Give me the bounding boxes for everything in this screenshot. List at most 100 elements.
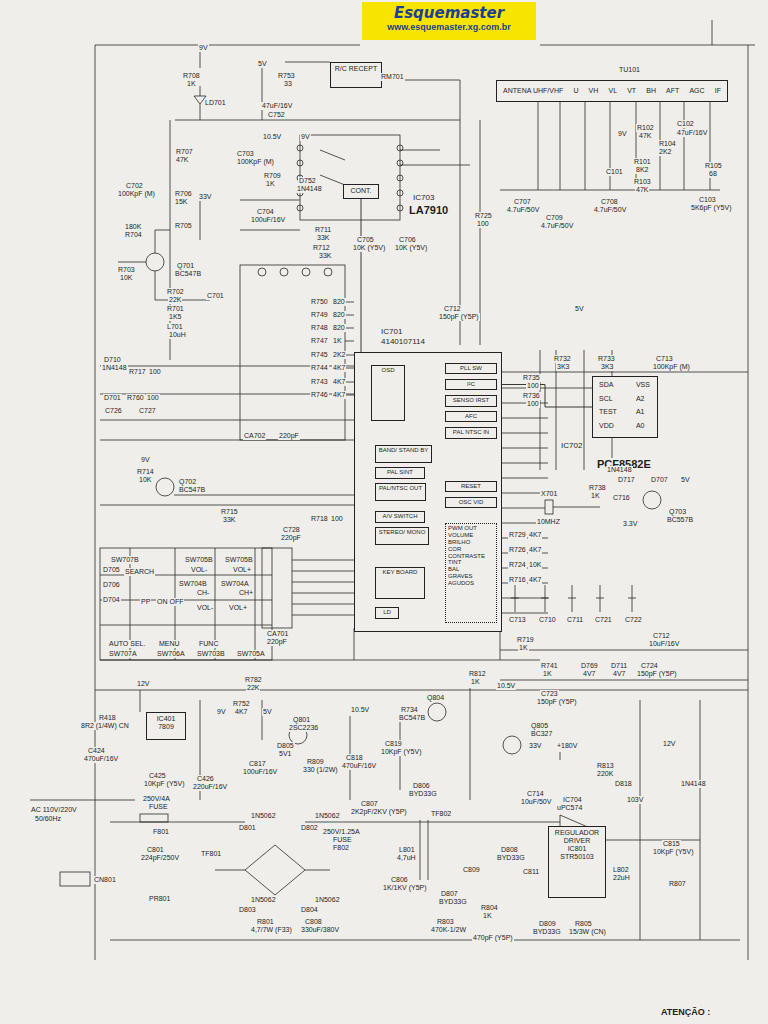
part-label: R743 xyxy=(310,378,329,386)
part-label: 1K/1KV (Y5P) xyxy=(382,884,428,892)
part-label: SW707B xyxy=(110,556,140,564)
part-label: 4,7uH xyxy=(396,854,417,862)
component-outline xyxy=(262,548,292,628)
part-label: 100 xyxy=(148,368,162,376)
part-label: 220uF/16V xyxy=(192,783,228,791)
part-label: SW705A xyxy=(236,650,266,658)
component-text: VSS xyxy=(636,381,651,393)
part-label: R752 xyxy=(232,700,251,708)
part-label: D802 xyxy=(300,824,319,832)
part-label: 12V xyxy=(136,680,150,688)
part-label: 68 xyxy=(708,170,718,178)
ic-package: IC7014140107114OSDBAND/ STAND BYPAL SINT… xyxy=(354,352,502,632)
part-label: R717 xyxy=(128,368,147,376)
component-text: GRAVES xyxy=(448,573,494,580)
part-label: 220pF xyxy=(266,638,288,646)
part-label: FUSE xyxy=(148,803,169,811)
part-label: 100KpF (M) xyxy=(236,158,275,166)
part-label: 4K7 xyxy=(528,531,542,539)
part-label: AC 110V/220V xyxy=(30,806,78,814)
part-label: R750 xyxy=(310,298,329,306)
component-text: TEST xyxy=(599,408,618,420)
part-label: D808 xyxy=(500,846,519,854)
part-label: uPC574 xyxy=(556,804,583,812)
part-label: C723 xyxy=(540,690,559,698)
wire-trace xyxy=(30,800,135,801)
part-label: 100 xyxy=(526,382,540,390)
component-text: REGULADOR xyxy=(552,829,602,837)
part-label: 3K3 xyxy=(556,363,570,371)
part-label: 15K xyxy=(174,198,188,206)
part-label: C702 xyxy=(125,182,144,190)
part-label: C701 xyxy=(206,292,225,300)
part-label: Q801 xyxy=(292,716,311,724)
part-label: R741 xyxy=(540,662,559,670)
part-label: R745 xyxy=(310,351,329,359)
wire-trace xyxy=(200,688,560,800)
part-label: 1N4148 xyxy=(101,364,128,372)
part-label: 1N5062 xyxy=(250,812,277,820)
part-label: 1K xyxy=(186,80,197,88)
part-label: C709 xyxy=(545,214,564,222)
part-label: SW706A xyxy=(156,650,186,658)
part-label: 5V xyxy=(680,476,691,484)
part-label: TF802 xyxy=(430,810,452,818)
component-box: OSD xyxy=(371,365,405,421)
part-label: CH+ xyxy=(238,589,254,597)
part-label: L801 xyxy=(398,846,416,854)
part-label: 330uF/380V xyxy=(300,926,340,934)
part-label: R813 xyxy=(596,762,615,770)
part-label: 9V xyxy=(300,133,311,141)
part-label: C424 xyxy=(87,747,106,755)
part-label: R804 xyxy=(480,904,499,912)
wire-trace xyxy=(170,120,300,360)
component-text: STEREO/ MONO xyxy=(378,529,426,536)
part-label: L701 xyxy=(166,323,184,331)
wire-trace xyxy=(553,507,600,508)
part-label: C716 xyxy=(612,494,631,502)
part-label: C724 xyxy=(640,662,659,670)
transistor-symbol xyxy=(643,491,661,509)
part-label: C808 xyxy=(304,918,323,926)
part-label: 100 xyxy=(476,220,490,228)
component-text: 7809 xyxy=(150,723,182,731)
part-label: C711 xyxy=(566,616,584,624)
part-label: 100 xyxy=(526,400,540,408)
part-label: 10KpF (Y5V) xyxy=(380,748,422,756)
component-text: BAND/ STAND BY xyxy=(378,447,429,454)
part-label: 10.5V xyxy=(262,133,282,141)
part-label: 8K2 xyxy=(635,166,649,174)
part-label: R102 xyxy=(636,124,655,132)
part-label: R738 xyxy=(588,484,607,492)
component-box: A/V SWITCH xyxy=(375,511,425,523)
component-text: OSC VID xyxy=(448,499,494,506)
part-label: R749 xyxy=(310,311,329,319)
component-text: SCL xyxy=(599,395,618,407)
part-label: 100 xyxy=(330,515,344,523)
part-label: +180V xyxy=(556,742,578,750)
part-label: 150pF (Y5P) xyxy=(536,698,578,706)
part-label: R707 xyxy=(175,148,194,156)
part-label: 47uF/16V xyxy=(261,102,293,110)
part-label: R744 xyxy=(310,364,329,372)
part-label: VOL- xyxy=(196,604,214,612)
component-text: DRIVER xyxy=(552,837,602,845)
transistor-symbol xyxy=(146,253,164,271)
part-label: TF801 xyxy=(200,850,222,858)
part-label: D806 xyxy=(412,782,431,790)
component-text: COR xyxy=(448,546,494,553)
component-text: OSD xyxy=(374,367,402,374)
part-label: R719 xyxy=(516,636,535,644)
part-label: D804 xyxy=(300,906,319,914)
part-label: 3K3 xyxy=(600,363,614,371)
part-label: 224pF/250V xyxy=(140,854,180,862)
part-label: 1K xyxy=(518,644,529,652)
part-label: BYD33G xyxy=(408,790,438,798)
part-label: 10K (Y5V) xyxy=(352,244,386,252)
part-label: 220pF xyxy=(280,534,302,542)
component-box: RESET xyxy=(445,481,497,492)
part-label: X701 xyxy=(540,490,558,498)
part-label: 4.7uF/50V xyxy=(540,222,574,230)
part-label: 1N4148 xyxy=(680,780,707,788)
